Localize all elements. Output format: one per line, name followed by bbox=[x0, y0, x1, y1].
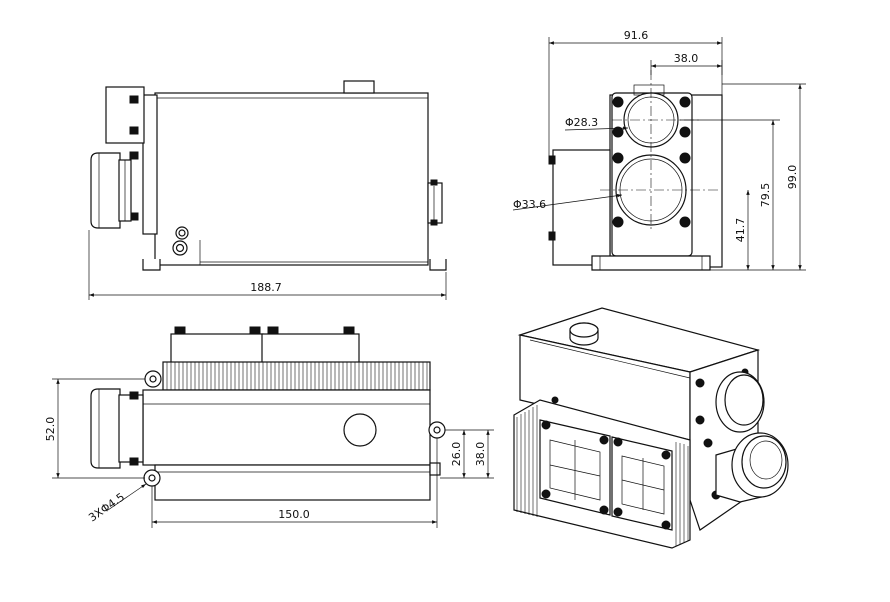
dim-mount-spacing: 150.0 bbox=[278, 508, 310, 521]
top-view: 52.0 150.0 3XΦ4.5 26.0 38.0 bbox=[44, 326, 494, 528]
dim-lower-lens-diameter: Φ33.6 bbox=[513, 198, 546, 211]
side-view: 188.7 bbox=[88, 80, 447, 300]
top-rail bbox=[154, 464, 431, 501]
side-foot-right bbox=[429, 259, 447, 271]
iso-fan-right bbox=[611, 436, 673, 531]
side-connector bbox=[427, 182, 443, 224]
top-fan-module-right bbox=[261, 333, 360, 365]
dim-hole-height-lower: 38.0 bbox=[474, 442, 487, 467]
side-knob-lower bbox=[172, 240, 188, 256]
dim-hole-height-upper: 26.0 bbox=[450, 442, 463, 467]
top-housing bbox=[142, 389, 431, 466]
dim-hole-spec: 3XΦ4.5 bbox=[86, 490, 127, 524]
dim-top-height: 52.0 bbox=[44, 417, 57, 442]
side-upper-block bbox=[105, 86, 145, 144]
side-lens bbox=[90, 152, 121, 229]
top-cap-circle bbox=[343, 413, 377, 447]
isometric-view bbox=[513, 307, 789, 549]
top-fan-module-left bbox=[170, 333, 264, 365]
front-base bbox=[591, 255, 711, 271]
dim-upper-lens-center: 79.5 bbox=[759, 183, 772, 208]
dim-front-width: 91.6 bbox=[624, 29, 649, 42]
dim-side-length: 188.7 bbox=[250, 281, 282, 294]
side-foot-left bbox=[142, 259, 161, 271]
mount-hole-1 bbox=[144, 370, 162, 388]
side-housing bbox=[154, 92, 429, 266]
side-top-cap bbox=[343, 80, 375, 94]
dim-lower-lens-center: 41.7 bbox=[734, 218, 747, 243]
mount-hole-3 bbox=[143, 469, 161, 487]
side-end-plate bbox=[142, 94, 158, 235]
dim-front-top-offset: 38.0 bbox=[674, 52, 699, 65]
front-side-block bbox=[552, 149, 611, 266]
top-heat-sink-fins bbox=[162, 361, 431, 391]
dim-upper-lens-diameter: Φ28.3 bbox=[565, 116, 598, 129]
top-lens bbox=[90, 388, 121, 469]
front-view: 91.6 38.0 Φ28.3 Φ33.6 99.0 79.5 41.7 bbox=[512, 29, 806, 271]
side-knob-upper bbox=[175, 226, 189, 240]
mount-hole-2 bbox=[428, 421, 446, 439]
dim-front-height: 99.0 bbox=[786, 165, 799, 190]
